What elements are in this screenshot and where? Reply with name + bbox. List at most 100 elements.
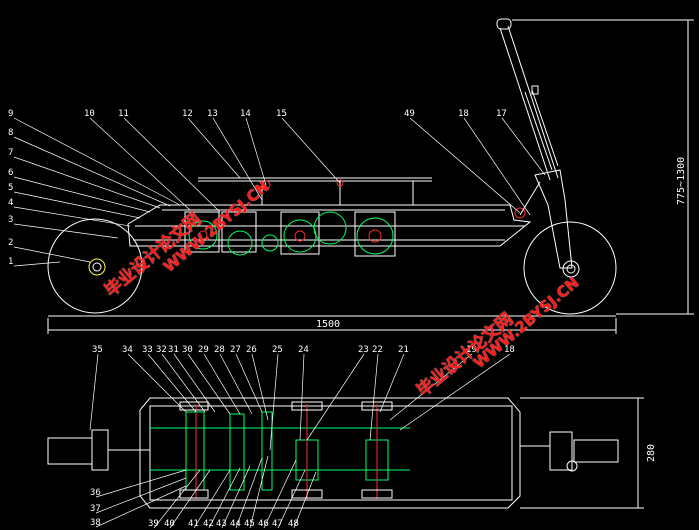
gear-box-2 bbox=[221, 211, 257, 253]
steering-tube-b bbox=[507, 25, 559, 179]
callout-label: 13 bbox=[207, 109, 218, 119]
leader-line bbox=[219, 353, 253, 415]
callout-label: 35 bbox=[92, 345, 103, 355]
leader-line bbox=[13, 117, 181, 206]
leader-line bbox=[95, 485, 187, 528]
leader-line bbox=[95, 477, 187, 514]
leader-line bbox=[389, 353, 473, 421]
leader-line bbox=[187, 353, 231, 415]
callout-label: 26 bbox=[246, 345, 257, 355]
gear-1-center bbox=[198, 230, 208, 240]
leader-line bbox=[221, 465, 251, 529]
pivot-49 bbox=[514, 207, 526, 219]
leader-line bbox=[13, 156, 161, 209]
rear-wheel bbox=[47, 218, 143, 314]
leader-line bbox=[235, 353, 263, 413]
callout-label: 41 bbox=[188, 519, 199, 529]
leader-line bbox=[161, 353, 206, 413]
gear-box-3 bbox=[280, 211, 320, 255]
callout-label: 17 bbox=[496, 109, 507, 119]
leader-line bbox=[409, 117, 521, 214]
callout-label: 3 bbox=[8, 215, 13, 225]
plan-gear-5 bbox=[261, 411, 273, 491]
leader-line bbox=[235, 457, 263, 529]
pivot-14 bbox=[261, 180, 271, 190]
leader-line bbox=[306, 353, 365, 441]
callout-label: 33 bbox=[142, 345, 153, 355]
callout-label: 6 bbox=[8, 168, 13, 178]
leader-line bbox=[249, 455, 269, 529]
plan-gear-1 bbox=[185, 411, 205, 491]
deck-frame bbox=[127, 204, 532, 247]
callout-label: 11 bbox=[118, 109, 129, 119]
leader-line bbox=[263, 459, 297, 529]
leader-line bbox=[281, 117, 341, 184]
leader-line bbox=[463, 117, 531, 216]
gear-3-center bbox=[294, 230, 306, 242]
callout-label: 2 bbox=[8, 238, 13, 248]
callout-label: 37 bbox=[90, 504, 101, 514]
callout-label: 49 bbox=[404, 109, 415, 119]
front-wheel-axle bbox=[566, 264, 576, 274]
callout-label: 48 bbox=[288, 519, 299, 529]
leader-line bbox=[187, 117, 241, 179]
leader-line bbox=[208, 467, 241, 529]
handle-knob bbox=[531, 85, 539, 95]
fork-head bbox=[534, 169, 573, 269]
leader-line bbox=[89, 353, 99, 431]
gear-6 bbox=[261, 234, 279, 252]
dimensions-side bbox=[47, 19, 694, 334]
plan-frame-inner bbox=[149, 405, 513, 501]
leader-line bbox=[212, 117, 263, 201]
callout-label: 9 bbox=[8, 109, 13, 119]
steering-tube-c bbox=[524, 91, 553, 171]
plan-frame-outer bbox=[139, 397, 521, 509]
rear-wheel-hub bbox=[88, 258, 106, 276]
leader-line bbox=[251, 353, 269, 421]
plan-gear-2 bbox=[229, 413, 245, 491]
callout-label: 44 bbox=[230, 519, 241, 529]
plan-view bbox=[47, 397, 644, 509]
leader-line bbox=[13, 223, 119, 239]
callout-label: 43 bbox=[216, 519, 227, 529]
leader-line bbox=[293, 471, 317, 529]
callout-label: 5 bbox=[8, 183, 13, 193]
leader-line bbox=[13, 136, 171, 207]
callout-label: 42 bbox=[203, 519, 214, 529]
gear-5 bbox=[356, 217, 394, 255]
leader-line bbox=[153, 469, 201, 529]
leader-line bbox=[501, 117, 546, 176]
callout-label: 30 bbox=[182, 345, 193, 355]
callout-label: 46 bbox=[258, 519, 269, 529]
callout-label: 1 bbox=[8, 257, 13, 267]
callout-label: 18 bbox=[458, 109, 469, 119]
callout-label: 19 bbox=[466, 345, 477, 355]
plan-rear-fork bbox=[91, 429, 109, 471]
bearing-6 bbox=[361, 489, 393, 499]
leader-line bbox=[13, 246, 91, 263]
leader-line bbox=[13, 176, 151, 213]
callout-label: 21 bbox=[398, 345, 409, 355]
callout-label: 15 bbox=[276, 109, 287, 119]
leader-line bbox=[193, 469, 231, 529]
gear-5-center bbox=[368, 229, 382, 243]
dim-length-text: 1500 bbox=[316, 319, 340, 330]
gear-1 bbox=[188, 220, 218, 250]
callout-label: 40 bbox=[164, 519, 175, 529]
callout-label: 27 bbox=[230, 345, 241, 355]
callout-label: 25 bbox=[272, 345, 283, 355]
callout-label: 12 bbox=[182, 109, 193, 119]
callout-label: 38 bbox=[90, 518, 101, 528]
callout-label: 28 bbox=[214, 345, 225, 355]
leader-line bbox=[13, 261, 61, 267]
callout-label: 45 bbox=[244, 519, 255, 529]
gear-3 bbox=[283, 219, 317, 253]
callout-label: 8 bbox=[8, 128, 13, 138]
leader-line bbox=[245, 117, 267, 186]
leader-line bbox=[379, 353, 405, 413]
callout-label: 22 bbox=[372, 345, 383, 355]
leader-line bbox=[299, 353, 305, 441]
callout-label: 34 bbox=[122, 345, 133, 355]
leader-line bbox=[13, 206, 131, 227]
